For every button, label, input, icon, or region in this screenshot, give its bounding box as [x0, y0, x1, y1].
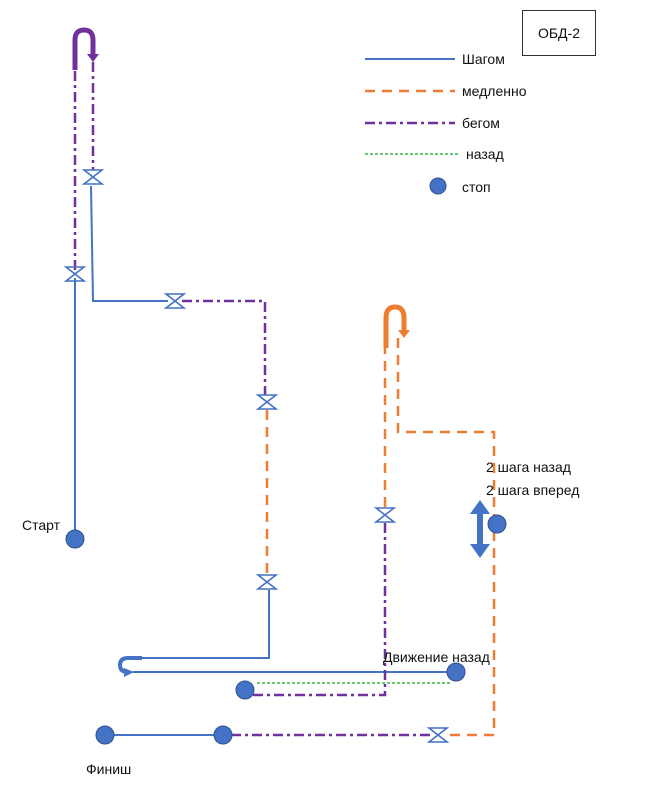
path-walk-low [140, 590, 270, 659]
legend-run-label: бегом [462, 115, 500, 131]
legend-stop-label: стоп [462, 179, 491, 195]
stop-dot [487, 514, 507, 534]
legend-slow-label: медленно [462, 83, 527, 99]
label-steps-forward: 2 шага вперед [486, 482, 579, 498]
label-moving-back: Движение назад [383, 649, 490, 665]
stop-dot [213, 725, 233, 745]
path-run-right [253, 523, 387, 697]
gate-marker [83, 169, 103, 185]
legend-stop-dot [429, 177, 447, 195]
gate-marker [165, 293, 185, 309]
stop-dot-start [65, 529, 85, 549]
label-start: Старт [22, 517, 61, 533]
legend-walk-label: Шагом [462, 51, 505, 67]
gate-marker [257, 574, 277, 590]
uturn-arrow-purple [72, 27, 96, 70]
stop-dot [446, 662, 466, 682]
label-finish: Финиш [86, 761, 131, 777]
path-run-mid [182, 299, 267, 395]
path-walk-mid [90, 185, 168, 302]
uturn-arrow-orange [383, 304, 407, 348]
legend: Шагом медленно бегом назад стоп [365, 51, 527, 195]
label-steps-back: 2 шага назад [486, 459, 571, 475]
hook-arrow-blue [117, 656, 142, 674]
stop-dot [235, 680, 255, 700]
gate-marker [375, 507, 395, 523]
stop-dot-finish [95, 725, 115, 745]
double-arrow-icon [470, 500, 490, 558]
gate-marker [428, 727, 448, 743]
diagram-title: ОБД-2 [522, 10, 596, 56]
route [65, 27, 507, 745]
path-slow-right [396, 338, 496, 737]
legend-back-label: назад [466, 146, 504, 162]
gate-marker [257, 394, 277, 410]
